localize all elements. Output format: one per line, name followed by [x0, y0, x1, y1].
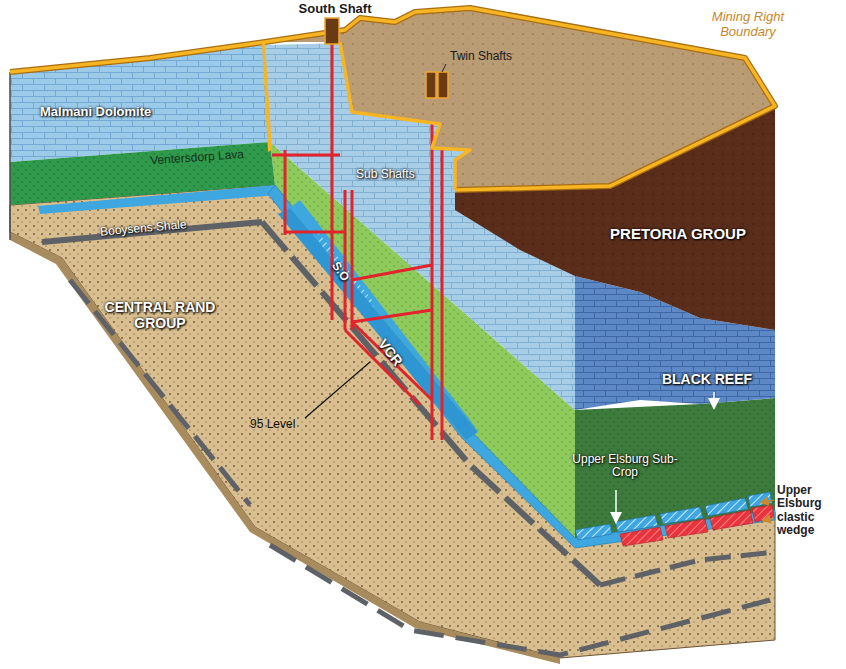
elsburg-wedges — [575, 492, 774, 546]
subcrop-block — [748, 492, 772, 507]
surface — [265, 8, 775, 190]
layer-label: CENTRAL RAND GROUP — [95, 300, 225, 331]
boundary-cut — [340, 42, 470, 190]
leader-line — [305, 362, 370, 418]
arrow — [766, 518, 774, 520]
headframe — [325, 18, 339, 44]
level-drive — [352, 310, 432, 322]
layer-label: PRETORIA GROUP — [598, 226, 758, 243]
sub-shaft — [344, 190, 347, 330]
vcr-reef — [278, 208, 478, 440]
layer-label: BLACK REEF — [652, 372, 762, 388]
layer-label: VCR — [368, 328, 411, 377]
shale-stripe — [600, 552, 775, 585]
sub-shaft — [351, 190, 354, 330]
shale-stripe — [70, 280, 250, 505]
clastic-wedge — [710, 510, 753, 530]
layer-label: Ventersdorp Lava — [150, 145, 281, 167]
south-shaft — [331, 40, 334, 320]
arrow — [615, 490, 617, 518]
vcr-reef — [290, 200, 478, 432]
face-edge — [9, 72, 11, 240]
arrow — [713, 392, 715, 404]
clastic-wedge — [665, 519, 708, 538]
subcrop-block — [575, 524, 612, 540]
layer-label: Booysens Shale — [100, 214, 231, 239]
layer-label: 95 Level — [250, 418, 320, 431]
reef-band — [38, 185, 278, 214]
dolomite-left-face — [10, 45, 270, 162]
clastic-wedge — [620, 527, 663, 546]
layer-label: Upper Elsburg Sub-Crop — [560, 453, 690, 480]
vcr-reef — [268, 185, 775, 548]
boundary-edge — [262, 42, 272, 152]
layer-label: Mining Right Boundary — [700, 10, 796, 39]
headframe — [438, 72, 448, 98]
layer-label: Malmani Dolomite — [40, 105, 190, 120]
clastic-wedge — [752, 505, 774, 522]
layer-label: S.O — [323, 251, 357, 291]
lava-face — [575, 398, 775, 540]
level-drive — [352, 265, 432, 280]
level-95 — [352, 322, 432, 400]
layer-label: Twin Shafts — [450, 50, 540, 63]
layer-label: South Shaft — [290, 2, 380, 17]
level-drive — [285, 231, 345, 234]
mining-right-boundary — [10, 8, 775, 190]
layer-label: Upper Elsburg clastic wedge — [777, 484, 843, 538]
level-drive — [272, 154, 340, 157]
sub-shaft — [284, 150, 287, 235]
mining-right-boundary — [10, 8, 775, 190]
layer-label: Sub Shafts — [356, 168, 416, 181]
arrow — [764, 500, 774, 502]
headframe — [426, 72, 436, 98]
leader-line — [442, 64, 446, 72]
